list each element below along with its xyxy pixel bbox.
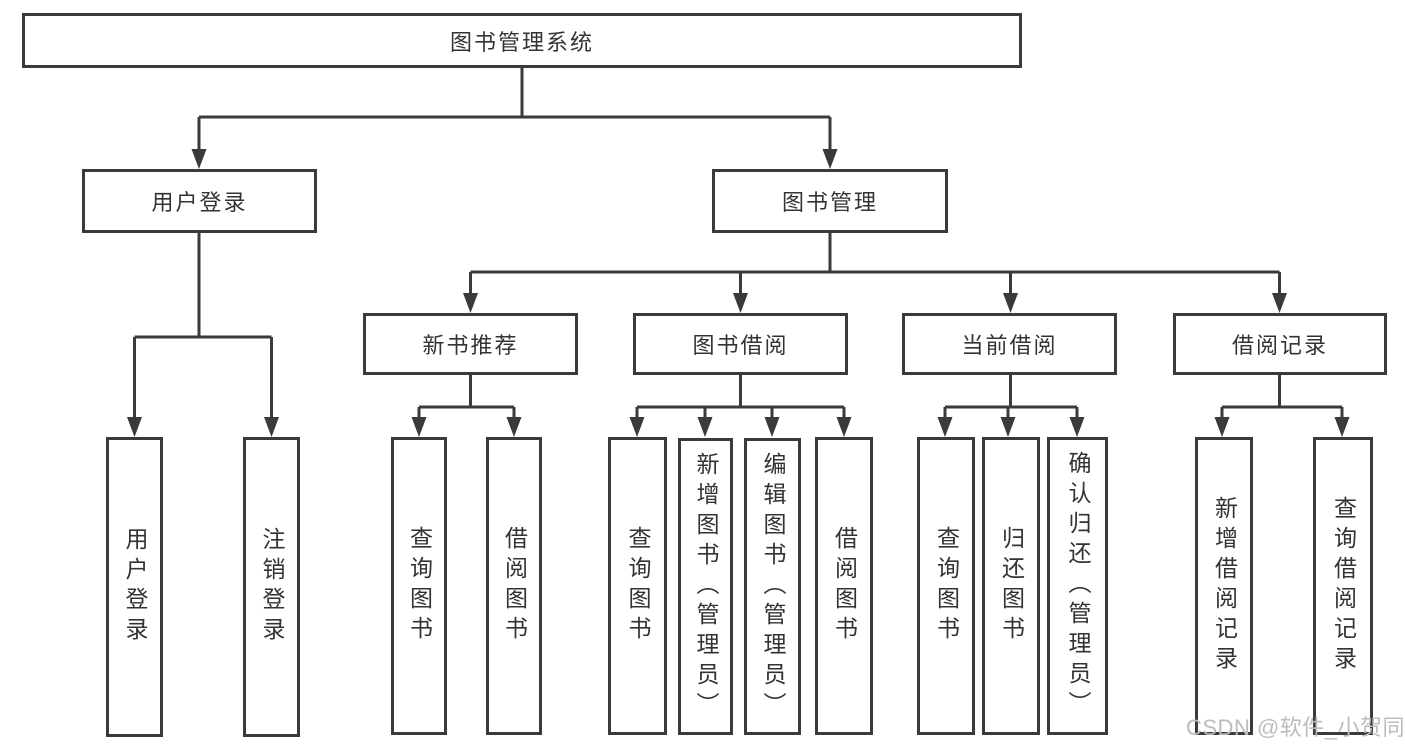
node-label: 编辑图书（管理员）	[760, 451, 786, 722]
leaf-add-book-admin: 新增图书（管理员）	[678, 438, 733, 735]
node-label: 借阅图书	[831, 526, 858, 646]
node-user-login: 用户登录	[82, 169, 317, 233]
leaf-query-book-current: 查询图书	[917, 437, 975, 735]
node-label: 借阅记录	[1231, 333, 1328, 358]
node-borrow-records: 借阅记录	[1173, 313, 1387, 375]
leaf-borrow-book: 借阅图书	[815, 437, 873, 735]
node-book-borrow: 图书借阅	[633, 313, 848, 375]
leaf-borrow-book-recommend: 借阅图书	[486, 437, 542, 735]
node-label: 当前借阅	[961, 333, 1058, 358]
leaf-query-borrow-record: 查询借阅记录	[1313, 437, 1373, 735]
leaf-logout: 注销登录	[243, 437, 300, 737]
node-label: 图书管理系统	[449, 29, 594, 55]
node-label: 新增图书（管理员）	[693, 451, 719, 722]
leaf-edit-book-admin: 编辑图书（管理员）	[744, 438, 801, 735]
node-label: 新书推荐	[422, 333, 519, 358]
csdn-watermark: CSDN @软件_小贺同学	[1186, 715, 1405, 740]
connectors-book-mgmt-to-level3	[463, 233, 1287, 313]
connectors-user-login-to-leaves	[127, 233, 279, 437]
leaf-confirm-return-admin: 确认归还（管理员）	[1047, 437, 1108, 735]
node-book-management: 图书管理	[712, 169, 948, 233]
node-label: 查询图书	[933, 526, 960, 646]
connectors-root-to-level2	[191, 68, 838, 169]
leaf-add-borrow-record: 新增借阅记录	[1195, 437, 1253, 735]
node-label: 新增借阅记录	[1211, 496, 1238, 676]
node-current-borrow: 当前借阅	[902, 313, 1117, 375]
node-label: 借阅图书	[501, 526, 528, 646]
node-label: 用户登录	[122, 527, 148, 647]
node-label: 确认归还（管理员）	[1065, 451, 1091, 721]
node-root-system: 图书管理系统	[22, 13, 1022, 68]
leaf-return-book: 归还图书	[982, 437, 1040, 735]
connectors-new-book-rec-to-leaves	[411, 375, 522, 437]
node-label: 图书借阅	[692, 333, 789, 358]
node-new-book-recommend: 新书推荐	[363, 313, 578, 375]
leaf-query-book-recommend: 查询图书	[391, 437, 447, 735]
node-label: 归还图书	[998, 526, 1025, 646]
leaf-user-login: 用户登录	[106, 437, 163, 737]
connectors-current-borrow-to-leaves	[937, 375, 1085, 437]
leaf-query-book-borrow: 查询图书	[608, 437, 667, 735]
node-label: 图书管理	[781, 190, 878, 215]
node-label: 查询图书	[406, 526, 433, 646]
connectors-borrow-records-to-leaves	[1214, 375, 1350, 437]
node-label: 用户登录	[151, 190, 248, 215]
node-label: 查询借阅记录	[1330, 496, 1357, 676]
node-label: 注销登录	[259, 527, 285, 647]
node-label: 查询图书	[625, 526, 651, 646]
connectors-book-borrow-to-leaves	[629, 375, 852, 437]
